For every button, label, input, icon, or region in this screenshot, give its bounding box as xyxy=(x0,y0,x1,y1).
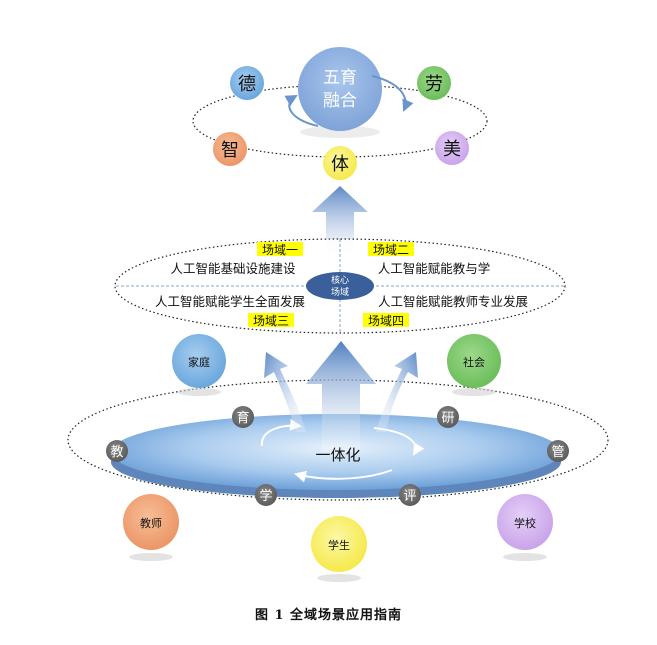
virtue-de-circle xyxy=(230,66,264,100)
ring-jiao-circle xyxy=(106,440,128,462)
field1-highlight xyxy=(257,242,303,256)
core-field-oval xyxy=(306,272,374,300)
figure-caption: 图 1 全域场景应用指南 xyxy=(254,608,403,623)
ring-guan-circle xyxy=(547,440,569,462)
actor-student-circle xyxy=(311,516,367,572)
actor-society-circle xyxy=(447,334,501,388)
actor-school-label: 学校 xyxy=(514,516,536,530)
field4-highlight xyxy=(363,313,409,327)
ring-yan-label: 研 xyxy=(441,411,454,426)
ring-jiao-label: 教 xyxy=(110,444,123,460)
bottom-outer-orbit xyxy=(67,379,609,501)
field1-tag: 场域一 xyxy=(262,243,298,257)
wuyu-line1: 五育 xyxy=(323,68,357,88)
actor-family-label: 家庭 xyxy=(188,355,210,369)
upward-arrow-center xyxy=(306,341,376,452)
field-section: 场域一 人工智能基础设施建设 场域二 人工智能赋能教与学 人工智能赋能学生全面发… xyxy=(114,238,566,334)
field1-text: 人工智能基础设施建设 xyxy=(170,261,296,276)
actor-family-circle xyxy=(172,334,226,388)
ring-yu-circle xyxy=(232,406,254,428)
ring-yan-circle xyxy=(437,406,459,428)
integration-section: 一体化 育 研 教 管 学 评 家庭 社会 教师 学生 学校 xyxy=(67,334,609,582)
ring-xue-label: 学 xyxy=(259,488,272,504)
wuyu-line2: 融合 xyxy=(323,91,357,111)
core-line1: 核心 xyxy=(331,274,349,286)
field2-text: 人工智能赋能教与学 xyxy=(378,261,491,276)
disc-arrow-bottom xyxy=(294,469,393,483)
virtue-ti-label: 体 xyxy=(331,154,349,175)
curved-arrow-left xyxy=(264,352,306,432)
five-education-section: 五育 融合 德 劳 智 美 体 xyxy=(192,47,488,180)
actor-school-circle xyxy=(497,494,553,550)
virtue-zhi-label: 智 xyxy=(221,140,239,161)
actor-teacher-circle xyxy=(123,494,179,550)
ring-yu-label: 育 xyxy=(236,410,249,426)
virtue-ti-circle xyxy=(323,146,357,180)
virtue-mei-circle xyxy=(435,131,469,165)
ring-xue-circle xyxy=(255,484,277,506)
curved-arrow-right xyxy=(376,352,418,432)
virtue-lao-circle xyxy=(417,66,451,100)
actor-student-label: 学生 xyxy=(328,538,350,552)
field3-highlight xyxy=(248,313,294,327)
actor-society-label: 社会 xyxy=(463,355,485,369)
ring-guan-label: 管 xyxy=(551,445,564,460)
top-orbit-arrow-right xyxy=(371,75,414,112)
ring-ping-circle xyxy=(399,484,421,506)
field4-text: 人工智能赋能教师专业发展 xyxy=(378,294,528,309)
ring-ping-label: 评 xyxy=(403,489,416,504)
virtue-lao-label: 劳 xyxy=(425,74,443,95)
virtue-mei-label: 美 xyxy=(443,139,461,160)
field3-tag: 场域三 xyxy=(253,314,289,328)
field3-text: 人工智能赋能学生全面发展 xyxy=(155,294,305,309)
virtue-de-label: 德 xyxy=(238,74,256,95)
top-orbit-arrow-left xyxy=(284,95,319,127)
actor-teacher-label: 教师 xyxy=(140,517,162,530)
field2-tag: 场域二 xyxy=(373,243,409,257)
field4-tag: 场域四 xyxy=(368,314,404,328)
integration-label: 一体化 xyxy=(315,446,360,464)
wuyu-center-circle xyxy=(298,47,382,131)
field2-highlight xyxy=(368,242,414,256)
core-line2: 场域 xyxy=(331,286,349,298)
virtue-zhi-circle xyxy=(213,132,247,166)
